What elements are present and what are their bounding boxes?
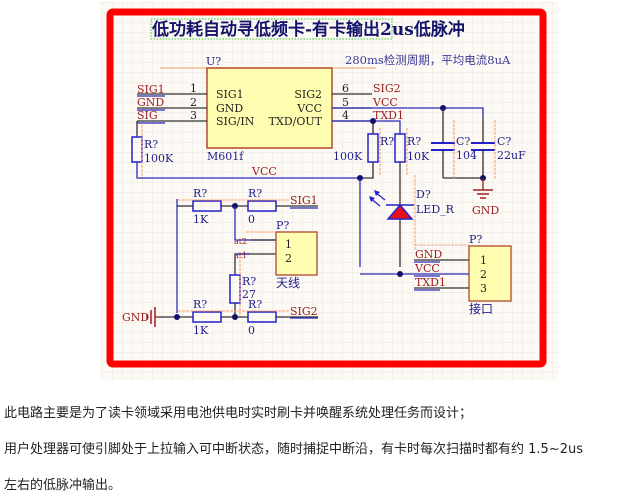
antenna-pin-number: 1 <box>285 238 292 251</box>
description-line-2: 用户处理器可使引脚处于上拉输入可中断状态，随时捕捉中断沿，有卡时每次扫描时都有约… <box>4 442 583 457</box>
pin-number-5: 5 <box>342 96 349 109</box>
led-designator: D? <box>416 188 431 201</box>
antenna-connector-designator: P? <box>276 219 289 232</box>
resistor-value: 27 <box>242 288 256 301</box>
interface-connector-name: 接口 <box>469 301 493 316</box>
pin-number-4: 4 <box>342 109 349 122</box>
pin-name-sig1: SIG1 <box>216 88 244 101</box>
pin-number-3: 3 <box>190 109 197 122</box>
ic-part-name: M601f <box>207 150 244 163</box>
antenna-net-at1: at1 <box>234 251 247 260</box>
net-label-vcc-ic: VCC <box>372 96 398 109</box>
ic-designator: U? <box>206 55 221 68</box>
net-label-sig1: SIG1 <box>290 194 318 207</box>
resistor-value: 0 <box>248 324 255 337</box>
pin-name-vcc: VCC <box>296 102 322 115</box>
schematic-diagram: 低功耗自动寻低频卡-有卡输出2us低脉冲 280ms检测周期，平均电流8uA U… <box>100 2 558 380</box>
vcc-rail-wire <box>136 162 360 179</box>
pin-name-txd-out: TXD/OUT <box>269 115 323 128</box>
interface-connector-designator: P? <box>469 233 482 246</box>
pin-name-sig2: SIG2 <box>294 88 322 101</box>
net-label-vcc-rail: VCC <box>251 165 277 178</box>
antenna-connector-body <box>275 231 318 276</box>
resistor-value: 0 <box>248 213 255 226</box>
net-label-sig1-left: SIG1 <box>137 83 165 96</box>
resistor-designator: R? <box>407 135 421 148</box>
led-icon <box>386 203 414 220</box>
resistor-designator: R? <box>248 187 262 200</box>
schematic-note: 280ms检测周期，平均电流8uA <box>345 53 511 67</box>
resistor-designator: R? <box>248 298 262 311</box>
junction-dot <box>174 314 180 320</box>
led-light-arrowhead <box>369 196 375 202</box>
txd-wire <box>332 120 401 134</box>
net-label-sig-left: SIG <box>137 109 158 122</box>
vcc-to-caps-wire <box>332 107 484 118</box>
title-box <box>150 18 393 40</box>
txd-pullup-wire-bottom <box>360 162 374 179</box>
led-part: LED_R <box>416 203 455 216</box>
net-label-sig2-ic: SIG2 <box>373 82 401 95</box>
interface-net-vcc: VCC <box>414 262 440 275</box>
schematic-title: 低功耗自动寻低频卡-有卡输出2us低脉冲 <box>151 19 465 40</box>
capacitor-designator: C? <box>497 135 511 148</box>
pin-number-1: 1 <box>190 82 197 95</box>
net-label-txd1-ic: TXD1 <box>373 109 404 122</box>
antenna-connector-name: 天线 <box>276 276 300 290</box>
junction-dot <box>232 314 238 320</box>
description-line-1: 此电路主要是为了读卡领域采用电池供电时实时刷卡并唤醒系统处理任务而设计； <box>4 406 473 421</box>
resistor-designator: R? <box>242 275 256 288</box>
interface-connector-body <box>468 245 512 302</box>
junction-dot <box>397 271 403 277</box>
pin-number-6: 6 <box>342 82 349 95</box>
resistor-value: 10K <box>407 150 430 163</box>
capacitor-value: 104 <box>456 149 477 162</box>
pin-name-sig-in: SIG/IN <box>216 115 255 128</box>
antenna-net-at2: at2 <box>234 237 247 246</box>
interface-net-txd1: TXD1 <box>415 276 446 289</box>
resistor-value: 1K <box>193 324 209 337</box>
resistor-designator: R? <box>193 187 207 200</box>
net-label-gnd-caps: GND <box>472 204 499 217</box>
resistor-value: 100K <box>333 150 363 163</box>
capacitor-value: 22uF <box>497 149 526 162</box>
resistor-designator: R? <box>144 138 158 151</box>
description-line-3: 左右的低脉冲输出。 <box>4 478 122 493</box>
resistor-value: 100K <box>144 152 174 165</box>
resistor-value: 1K <box>193 213 209 226</box>
interface-pin-number: 1 <box>480 254 487 267</box>
net-label-gnd-left: GND <box>137 96 164 109</box>
pin-number-2: 2 <box>190 96 197 109</box>
net-label-gnd-left-symbol: GND <box>122 311 149 324</box>
interface-net-gnd: GND <box>415 248 442 261</box>
interface-pin-number: 3 <box>480 282 487 295</box>
pin-name-gnd: GND <box>216 102 243 115</box>
resistor-designator: R? <box>380 135 394 148</box>
schematic-frame <box>106 8 547 368</box>
interface-pin-number: 2 <box>480 268 487 281</box>
resistor-designator: R? <box>193 298 207 311</box>
led-light-arrowhead <box>374 190 380 196</box>
junction-dot <box>370 118 376 124</box>
antenna-pin-number: 2 <box>285 252 292 265</box>
capacitor-designator: C? <box>456 135 470 148</box>
net-label-sig2: SIG2 <box>290 305 318 318</box>
